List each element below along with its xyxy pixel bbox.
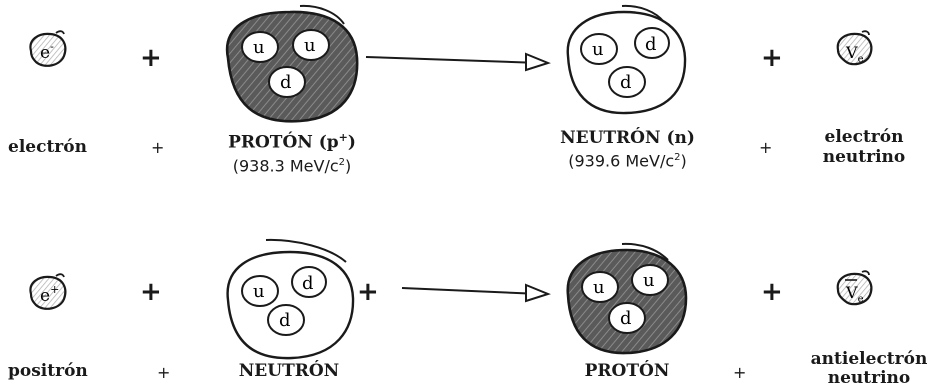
proton-hadron: u u d — [566, 242, 688, 355]
plus-sign: + — [140, 277, 162, 307]
proton-label: PROTÓN (p+) (938.3 MeV/c2) — [228, 131, 356, 175]
svg-text:d: d — [280, 72, 292, 93]
plus-label: + — [759, 138, 773, 157]
svg-text:u: u — [304, 35, 316, 56]
plus-label: + — [151, 138, 165, 157]
plus-sign: + — [140, 43, 162, 73]
svg-text:Ve: Ve — [845, 43, 864, 65]
svg-text:e+: e+ — [40, 283, 59, 306]
plus-sign: + — [761, 277, 783, 307]
quark-up-2: u — [292, 29, 330, 61]
svg-text:Ve: Ve — [845, 283, 864, 305]
electron-neutrino-particle: Ve — [836, 30, 873, 66]
svg-text:u: u — [643, 270, 655, 291]
antielectron-neutrino-particle: Ve — [836, 270, 873, 306]
proton-hadron: u u d — [225, 4, 359, 123]
svg-text:u: u — [253, 281, 265, 302]
svg-text:u: u — [593, 277, 605, 298]
positron-label: positrón — [8, 361, 88, 381]
quark-down-1: d — [268, 66, 306, 98]
quark-up-1: u — [580, 33, 618, 65]
quark-down-1: d — [634, 27, 670, 59]
plus-label: + — [157, 363, 171, 382]
quark-up-1: u — [241, 31, 279, 63]
svg-text:u: u — [253, 37, 265, 58]
svg-text:d: d — [620, 72, 632, 93]
plus-sign: + — [761, 43, 783, 73]
electron-particle: e- — [29, 30, 67, 67]
reaction-arrow — [365, 52, 551, 72]
proton-label: PROTÓN — [584, 361, 670, 381]
antielectron-neutrino-label: antielectrón neutrino — [810, 349, 928, 388]
positron-particle: e+ — [29, 273, 67, 310]
svg-text:d: d — [302, 273, 314, 294]
svg-text:d: d — [620, 308, 632, 329]
neutron-hadron: u d d — [226, 238, 355, 360]
reaction-arrow — [401, 283, 551, 303]
neutron-label: NEUTRÓN (n) (939.6 MeV/c2) — [560, 128, 695, 171]
quark-up-1: u — [581, 271, 619, 303]
plus-label: + — [733, 363, 747, 382]
quark-up-1: u — [241, 275, 279, 307]
electron-label: electrón — [8, 137, 87, 157]
quark-down-2: d — [267, 304, 305, 336]
quark-down-2: d — [608, 66, 646, 98]
svg-text:u: u — [592, 39, 604, 60]
electron-neutrino-label: electrón neutrino — [822, 127, 906, 167]
quark-down-1: d — [608, 302, 646, 334]
plus-sign: + — [357, 277, 379, 307]
neutron-label: NEUTRÓN — [238, 361, 340, 381]
svg-text:d: d — [645, 34, 657, 55]
electron-charge: - — [50, 40, 54, 53]
neutron-hadron: u d d — [566, 4, 687, 115]
svg-text:d: d — [279, 310, 291, 331]
electron-symbol: e- — [40, 40, 54, 63]
quark-up-2: u — [631, 264, 669, 296]
quark-down-1: d — [291, 266, 327, 298]
